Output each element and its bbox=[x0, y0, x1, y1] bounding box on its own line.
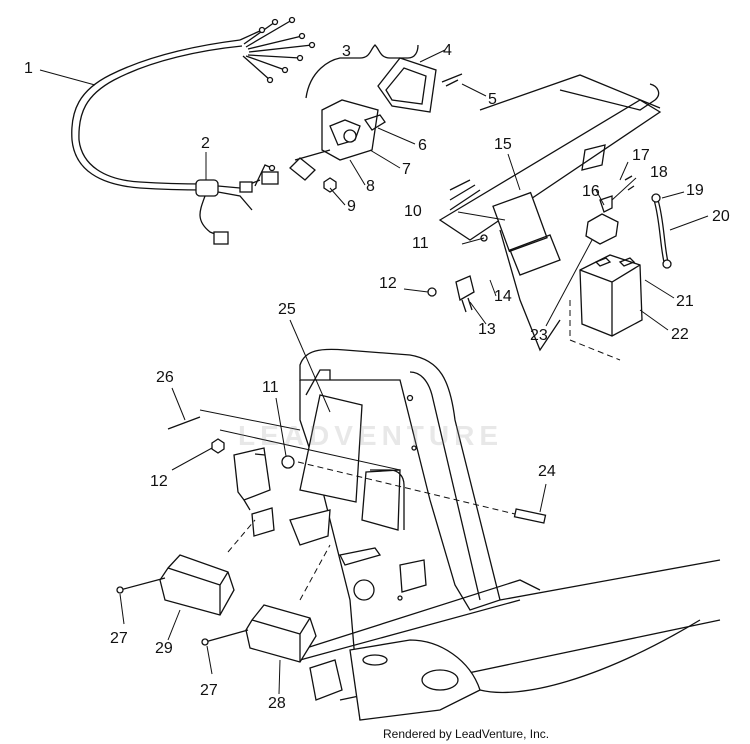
callout-20: 20 bbox=[712, 208, 730, 225]
render-credit: Rendered by LeadVenture, Inc. bbox=[383, 727, 550, 741]
callout-7: 7 bbox=[402, 161, 411, 178]
callout-27-left: 27 bbox=[110, 630, 128, 647]
callout-24: 24 bbox=[538, 463, 556, 480]
callout-25: 25 bbox=[278, 301, 296, 318]
callout-1: 1 bbox=[24, 60, 33, 77]
callout-10: 10 bbox=[404, 203, 422, 220]
leader-lines bbox=[39, 49, 709, 695]
watermark: LEADVENTURE bbox=[238, 420, 504, 451]
callout-18: 18 bbox=[650, 164, 668, 181]
callout-26: 26 bbox=[156, 369, 174, 386]
callout-6: 6 bbox=[418, 137, 427, 154]
mounting-hardware bbox=[167, 409, 547, 530]
callout-29: 29 bbox=[155, 640, 173, 657]
callout-8: 8 bbox=[366, 178, 375, 195]
battery bbox=[569, 175, 672, 361]
callout-12-upper: 12 bbox=[379, 275, 397, 292]
callout-15: 15 bbox=[494, 136, 512, 153]
callout-17: 17 bbox=[632, 147, 650, 164]
callout-21: 21 bbox=[676, 293, 694, 310]
callout-23: 23 bbox=[530, 327, 548, 344]
callout-4: 4 bbox=[443, 42, 452, 59]
callout-22: 22 bbox=[671, 326, 689, 343]
callout-11-lower: 11 bbox=[262, 379, 279, 396]
regulator-parts bbox=[427, 234, 488, 313]
wiring-harness bbox=[71, 16, 316, 245]
frame-upper bbox=[438, 74, 662, 352]
callout-9: 9 bbox=[347, 198, 356, 215]
guards bbox=[116, 519, 331, 663]
callout-28: 28 bbox=[268, 695, 286, 712]
callout-14: 14 bbox=[494, 288, 512, 305]
callout-12-lower: 12 bbox=[150, 473, 168, 490]
callout-11-upper: 11 bbox=[412, 235, 429, 252]
taillight-assembly bbox=[289, 44, 463, 193]
callout-2: 2 bbox=[201, 135, 210, 152]
callout-16: 16 bbox=[582, 183, 600, 200]
callout-5: 5 bbox=[488, 91, 497, 108]
callout-3: 3 bbox=[342, 43, 351, 60]
callout-13: 13 bbox=[478, 321, 496, 338]
callout-19: 19 bbox=[686, 182, 704, 199]
callout-27-right: 27 bbox=[200, 682, 218, 699]
side-panel bbox=[251, 348, 721, 721]
